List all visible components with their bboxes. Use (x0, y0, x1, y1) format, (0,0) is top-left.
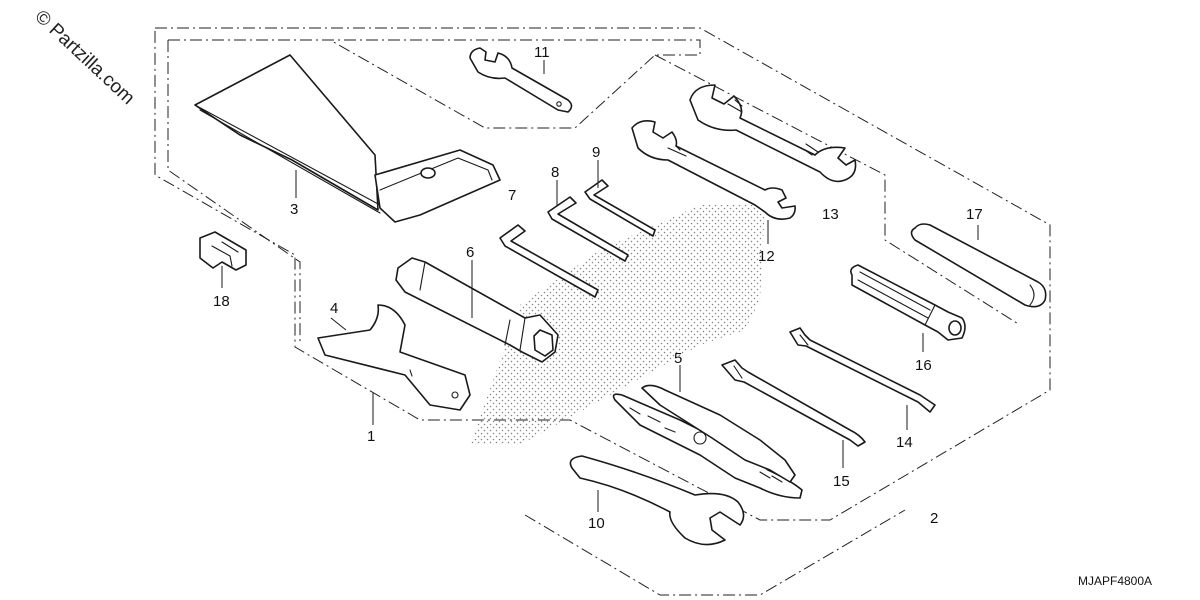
spanner-part (317, 304, 471, 411)
callout-7: 7 (508, 187, 516, 204)
tool-bag-group-outline (168, 39, 701, 129)
hex-key-small-part (584, 179, 656, 237)
callout-4: 4 (330, 300, 338, 317)
screwdriver-bit-phillips-part (789, 327, 936, 413)
plug-wrench-part (395, 257, 559, 363)
callout-12: 12 (758, 248, 775, 265)
wrench-medium-part (631, 120, 796, 220)
wrench-double-part (689, 84, 857, 183)
callout-15: 15 (833, 473, 850, 490)
tube-case-part (910, 223, 1047, 308)
callout-1: 1 (367, 428, 375, 445)
clip-part (199, 231, 247, 271)
screwdriver-bit-flat-part (721, 359, 866, 447)
tool-bag-part (194, 54, 501, 223)
callout-11: 11 (534, 44, 550, 61)
hex-key-large-part (499, 224, 599, 298)
callout-2: 2 (930, 510, 938, 527)
hook-wrench-part (569, 455, 745, 546)
stipple-shading (470, 205, 765, 445)
wrench-small-part (469, 47, 573, 113)
callout-16: 16 (915, 357, 932, 374)
hex-key-medium-part (547, 196, 629, 262)
tool-bag-divider (654, 54, 1021, 326)
callout-10: 10 (588, 515, 605, 532)
screwdriver-handle-part (850, 264, 966, 341)
callout-6: 6 (466, 244, 474, 261)
inner-group-outline (167, 40, 301, 345)
callout-18: 18 (213, 293, 230, 310)
tool-kit-group-outline (154, 27, 1051, 521)
callout-14: 14 (896, 434, 913, 451)
callout-5: 5 (674, 350, 682, 367)
callout-3: 3 (290, 201, 298, 218)
callout-13: 13 (822, 206, 839, 223)
callout-17: 17 (966, 206, 983, 223)
callout-9: 9 (592, 144, 600, 161)
drawing-code: MJAPF4800A (1078, 574, 1152, 588)
hook-wrench-group-outline (524, 509, 906, 596)
pliers-part (612, 384, 803, 499)
watermark: © Partzilla.com (31, 6, 139, 109)
callout-8: 8 (551, 164, 559, 181)
